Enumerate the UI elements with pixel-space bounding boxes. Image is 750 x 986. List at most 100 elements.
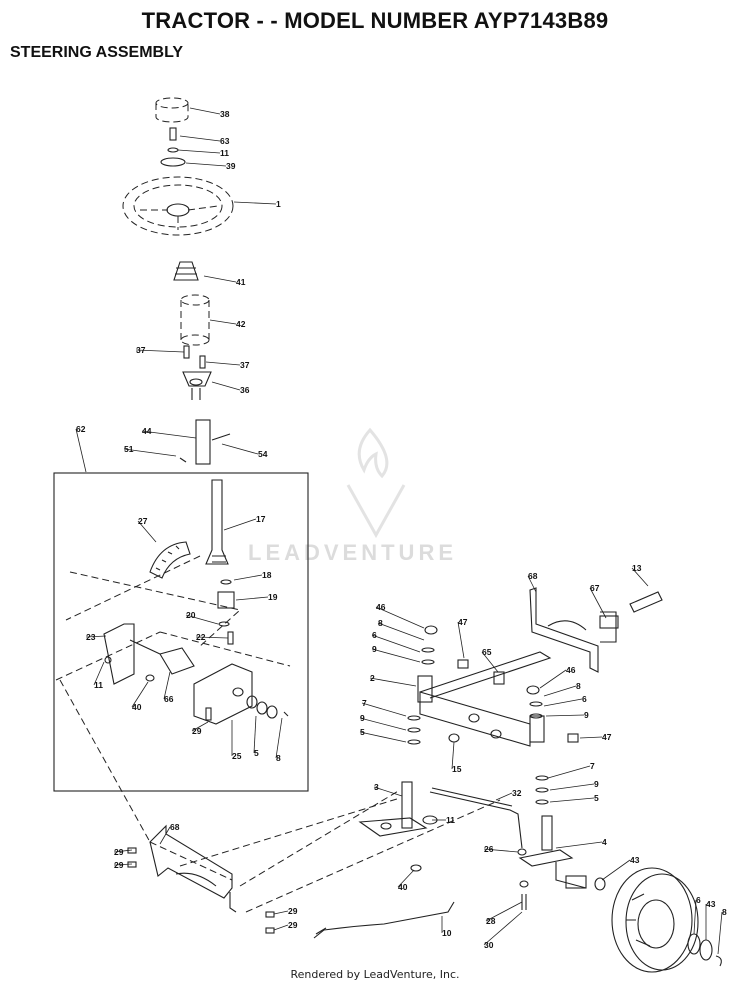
- bushing-65: [493, 671, 505, 685]
- callout-label: 25: [232, 751, 242, 761]
- callout-label: 68: [170, 822, 180, 832]
- callout-label: 5: [254, 748, 259, 758]
- callout-leader: [693, 899, 697, 935]
- mount-bracket-25: [193, 663, 253, 725]
- callout-leader: [223, 518, 257, 531]
- callout-leader: [131, 681, 149, 708]
- callout-leader: [75, 428, 87, 473]
- tie-rod-10: [313, 901, 455, 939]
- callout-label: 65: [482, 647, 492, 657]
- callout-label: 40: [398, 882, 408, 892]
- callout-leader: [273, 924, 289, 931]
- screws-29-lower: [127, 847, 275, 934]
- callout-label: 19: [268, 592, 278, 602]
- section-title: STEERING ASSEMBLY: [10, 44, 184, 61]
- callout-label: 37: [136, 345, 146, 355]
- callout-leader: [113, 863, 133, 866]
- pinion-19: [217, 579, 235, 645]
- callout-label: 11: [446, 815, 455, 825]
- callout-label: 6: [582, 694, 587, 704]
- callout-label: 47: [458, 617, 468, 627]
- sleeve-42: [180, 294, 210, 346]
- washer-11: [167, 147, 179, 153]
- callout-leader: [373, 786, 403, 797]
- callout-label: 43: [630, 855, 640, 865]
- footer-credit: Rendered by LeadVenture, Inc.: [290, 968, 460, 981]
- callout-leader: [495, 792, 513, 801]
- callout-leader: [185, 614, 219, 625]
- callout-leader: [189, 107, 221, 115]
- screw-63: [169, 127, 177, 141]
- callout-leader: [457, 621, 465, 659]
- callout-label: 37: [240, 360, 250, 370]
- callout-leader: [397, 869, 415, 888]
- screws-37: [183, 345, 206, 369]
- callout-label: 29: [192, 726, 202, 736]
- callout-leader: [485, 901, 523, 922]
- cap-46-left: [424, 625, 438, 635]
- callout-leader: [371, 648, 421, 663]
- callout-leader: [375, 606, 425, 629]
- callout-label: 46: [566, 665, 576, 675]
- callout-label: 43: [706, 899, 716, 909]
- callout-label: 15: [452, 764, 462, 774]
- bushing-66: [129, 639, 195, 675]
- callout-leader: [185, 162, 227, 167]
- callout-leader: [205, 361, 241, 366]
- callout-label: 4: [602, 837, 607, 847]
- callout-label: 29: [288, 920, 298, 930]
- callout-label: 7: [362, 698, 367, 708]
- frame-bracket-68-left: [149, 824, 237, 913]
- callout-leader: [163, 671, 171, 700]
- callout-label: 68: [528, 571, 538, 581]
- callout-label: 9: [594, 779, 599, 789]
- callout-leader: [221, 443, 259, 455]
- callout-label: 20: [186, 610, 196, 620]
- callout-leader: [631, 567, 649, 587]
- callout-leader: [483, 848, 519, 853]
- callout-label: 10: [442, 928, 452, 938]
- callout-label: 54: [258, 449, 268, 459]
- callout-leader: [359, 717, 407, 731]
- callout-label: 6: [372, 630, 377, 640]
- callout-leader: [361, 702, 407, 717]
- callout-leader: [233, 201, 277, 205]
- washer-39: [160, 157, 186, 167]
- callout-label: 9: [584, 710, 589, 720]
- callout-leader: [547, 765, 591, 779]
- watermark-logo: [346, 427, 406, 539]
- washers-5-8: [246, 695, 289, 719]
- callout-label: 38: [220, 109, 230, 119]
- callout-leader: [527, 575, 537, 593]
- callout-label: 17: [256, 514, 266, 524]
- callout-label: 29: [114, 860, 124, 870]
- callout-label: 36: [240, 385, 250, 395]
- callout-label: 13: [632, 563, 642, 573]
- callout-leader: [549, 783, 595, 791]
- callout-leader: [211, 381, 241, 391]
- callout-label: 7: [590, 761, 595, 771]
- callout-leader: [191, 721, 209, 732]
- callout-leader: [123, 448, 177, 457]
- callout-label: 8: [276, 753, 281, 763]
- callout-leader: [589, 587, 607, 619]
- callout-label: 41: [236, 277, 246, 287]
- front-axle-2: [417, 651, 552, 747]
- callout-label: 46: [376, 602, 386, 612]
- callout-leader: [371, 634, 421, 653]
- nut-15: [448, 733, 460, 743]
- spindle-3: [358, 781, 428, 837]
- bracket-23: [103, 623, 135, 685]
- callout-leader: [93, 661, 105, 686]
- axle-fittings-43: [565, 875, 606, 891]
- subassembly-box-62: [53, 472, 309, 792]
- dashed-lines-lower: [59, 679, 501, 913]
- callout-leader: [717, 911, 723, 955]
- washer-40-lower: [410, 864, 422, 872]
- bolt-67: [599, 591, 663, 629]
- callout-label: 11: [94, 680, 103, 690]
- callout-leader: [177, 149, 221, 154]
- callout-leader: [113, 849, 133, 853]
- callout-leader: [195, 636, 229, 639]
